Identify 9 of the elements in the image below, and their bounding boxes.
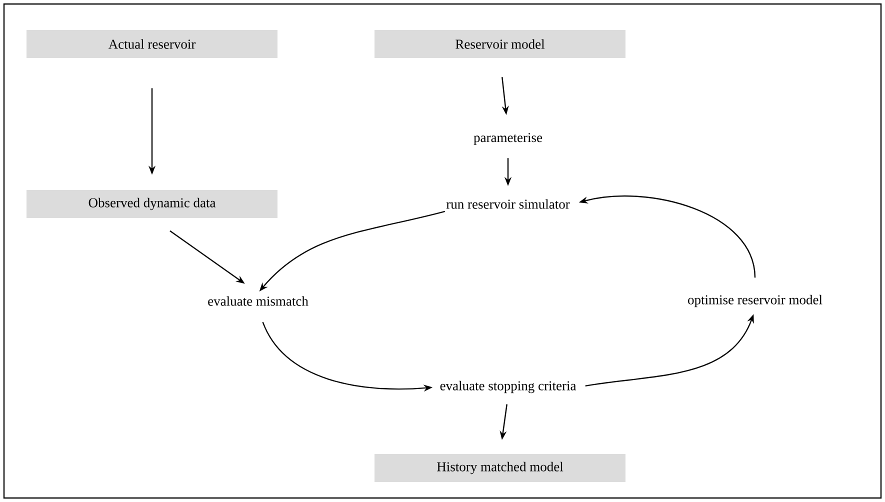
label-box: Reservoir model: [374, 30, 626, 58]
step-label: optimise reservoir model: [688, 294, 822, 308]
step-label: run reservoir simulator: [446, 199, 570, 209]
step-label: evaluate mismatch: [208, 296, 308, 306]
label-box: Observed dynamic data: [26, 190, 278, 218]
label-box: History matched model: [374, 454, 626, 482]
step-label: evaluate stopping criteria: [440, 380, 576, 394]
step-label: parameterise: [474, 133, 542, 145]
label-box: Actual reservoir: [26, 30, 278, 58]
